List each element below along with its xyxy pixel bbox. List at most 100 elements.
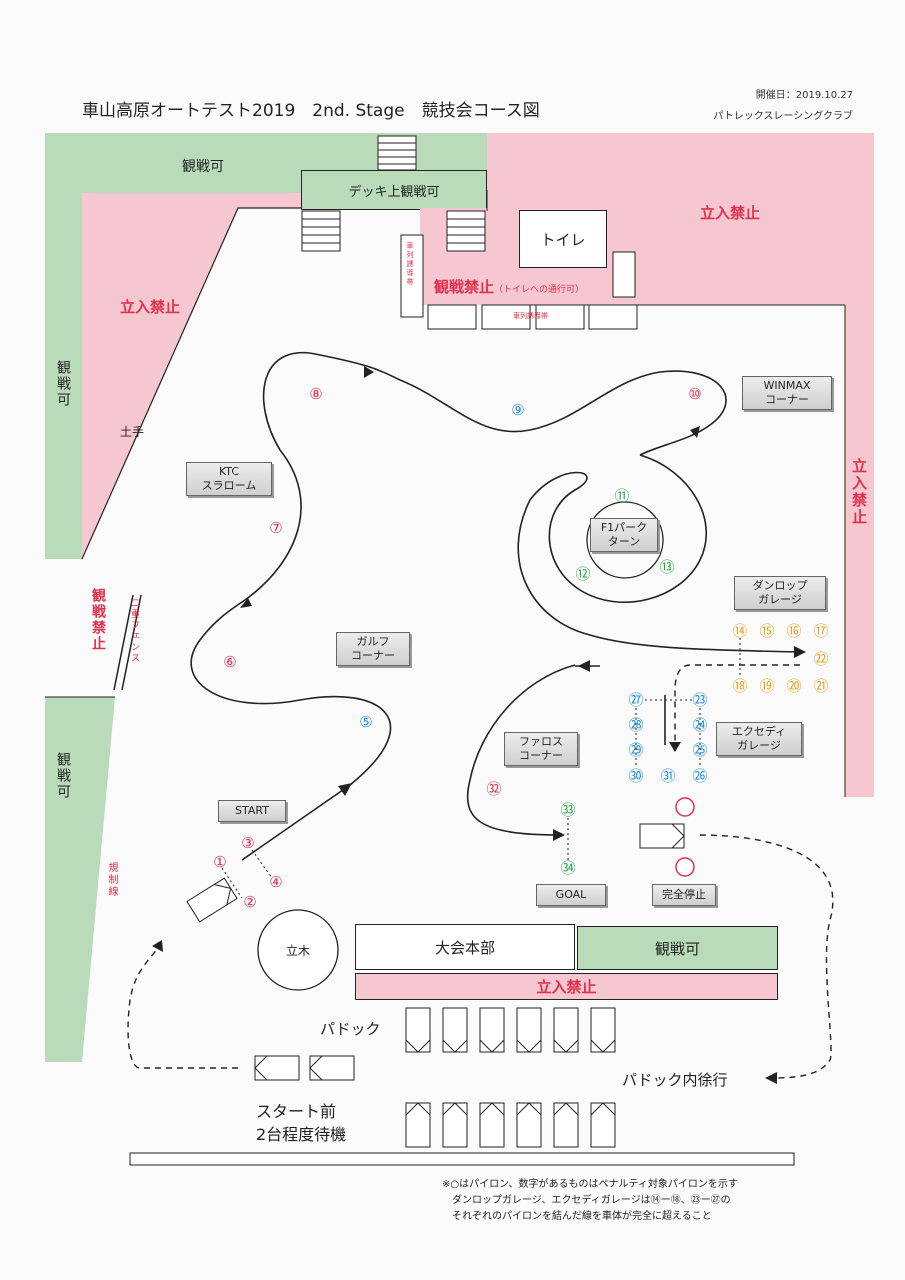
sign-f1-line2: ターン <box>607 535 641 548</box>
pylon-21: ㉑ <box>813 677 828 695</box>
pylon-6: ⑥ <box>223 653 236 671</box>
pylon-19: ⑲ <box>759 677 774 695</box>
spectate-left-bottom-label: 観戦可 <box>55 752 71 800</box>
hq-label: 大会本部 <box>434 938 495 957</box>
note-line-3: それぞれのパイロンを結んだ線を車体が完全に超えること <box>452 1211 712 1222</box>
spectate-left-top-label: 観戦可 <box>55 360 71 408</box>
sign-winmax-line2: コーナー <box>765 393 809 406</box>
no-entry-right-label: 立入禁止 <box>850 458 868 526</box>
sign-dunlop-line1: ダンロップ <box>752 579 808 592</box>
pylon-14: ⑭ <box>732 622 747 640</box>
waiting-line1: スタート前 <box>256 1102 337 1121</box>
pylon-18: ⑱ <box>732 677 747 695</box>
embankment-label: 土手 <box>120 425 145 439</box>
sign-goal: GOAL <box>536 884 606 906</box>
no-spectate-top-label: 観戦禁止 <box>434 278 495 296</box>
no-entry-top-right-label: 立入禁止 <box>700 204 761 222</box>
pylon-17: ⑰ <box>813 622 828 640</box>
organizer: パトレックスレーシングクラブ <box>713 111 853 122</box>
sign-start-label: START <box>235 804 269 817</box>
pylon-9: ⑨ <box>511 401 524 419</box>
sign-goal-label: GOAL <box>555 888 587 901</box>
toilet-passage-label: （トイレへの通行可） <box>494 285 585 295</box>
sign-f1: F1パーク ターン <box>590 518 658 552</box>
sign-f1-line1: F1パーク <box>600 521 648 534</box>
dashed-paths <box>127 664 834 1079</box>
tree-circle <box>257 909 339 991</box>
spectate-bottom-box: 観戦可 <box>577 926 778 970</box>
sign-ktc: KTC スラローム <box>186 462 272 496</box>
spectate-zone-left-top <box>45 133 82 559</box>
pylon-24: ㉔ <box>692 716 707 734</box>
paddock-label: パドック <box>320 1020 381 1038</box>
stairs-right <box>446 210 486 252</box>
spectate-zone-left-bottom <box>45 697 115 1062</box>
pylon-31: ㉛ <box>660 767 675 785</box>
pylon-7: ⑦ <box>269 519 282 537</box>
pylon-10: ⑩ <box>688 385 701 403</box>
pylon-8: ⑧ <box>309 385 322 403</box>
pylon-2: ② <box>243 893 256 911</box>
course-arrows <box>240 366 806 841</box>
pylon-28: ㉘ <box>628 716 643 734</box>
sign-ktc-line2: スラローム <box>201 479 257 492</box>
pylon-16: ⑯ <box>786 622 801 640</box>
tree-label: 立木 <box>286 944 311 958</box>
no-entry-left-label: 立入禁止 <box>120 298 181 316</box>
page-title: 車山高原オートテスト2019 2nd. Stage 競技会コース図 <box>82 101 540 121</box>
pylon-27: ㉗ <box>628 691 643 709</box>
note-line-2: ダンロップガレージ、エクセディガレージは⑭ー⑱、㉓ー㉗の <box>452 1195 731 1206</box>
rope-vertical-label: 車列誘導帯 <box>406 242 414 287</box>
sign-dunlop: ダンロップ ガレージ <box>734 576 826 610</box>
regulation-line-label: 規制線 <box>106 862 117 898</box>
sign-pharos-line1: ファロス <box>519 735 563 748</box>
pylon-22: ㉒ <box>813 650 828 668</box>
pylon-32: ㉜ <box>486 780 501 798</box>
pylon-3: ③ <box>241 834 254 852</box>
pylon-29: ㉙ <box>628 741 643 759</box>
sign-gulf-line2: コーナー <box>351 649 395 662</box>
deck-label: デッキ上観戦可 <box>348 184 440 200</box>
course-line <box>190 352 801 861</box>
pylon-11: ⑪ <box>614 487 629 505</box>
pylon-12: ⑫ <box>575 565 590 583</box>
no-spectate-top: 観戦禁止（トイレへの通行可） <box>434 276 584 297</box>
stairs-top <box>377 135 417 171</box>
pylon-26: ㉖ <box>692 767 707 785</box>
no-entry-zone-right <box>845 133 874 797</box>
no-spectate-left-label: 観戦禁止 <box>90 588 106 652</box>
sign-pharos-line2: コーナー <box>519 749 563 762</box>
stop-car <box>639 823 685 849</box>
no-entry-bottom-label: 立入禁止 <box>536 978 597 996</box>
pylon-23: ㉓ <box>692 691 707 709</box>
sign-ktc-line1: KTC <box>218 465 240 478</box>
spectate-top-label: 観戦可 <box>182 159 224 175</box>
pylon-5: ⑤ <box>359 713 372 731</box>
toilet-label: トイレ <box>540 230 586 249</box>
pylon-13: ⑬ <box>659 558 674 576</box>
pylon-34: ㉞ <box>560 859 575 877</box>
sign-winmax: WINMAX コーナー <box>742 376 832 410</box>
rope-horizontal-label: 車列誘導帯 <box>513 312 548 320</box>
no-entry-bottom-box: 立入禁止 <box>355 973 778 1000</box>
paddock-cars <box>254 1007 616 1148</box>
sign-start: START <box>218 800 286 822</box>
sign-pharos: ファロス コーナー <box>504 732 578 766</box>
stop-pylon-bottom <box>675 857 695 877</box>
double-fence-label: 二重フェンス <box>129 598 139 664</box>
deck-area: デッキ上観戦可 <box>301 170 487 210</box>
stop-pylon-top <box>675 797 695 817</box>
sign-exedy-line1: エクセディ <box>731 725 787 738</box>
pylon-30: ㉚ <box>628 767 643 785</box>
sign-gulf-line1: ガルフ <box>356 635 390 648</box>
sign-full-stop-label: 完全停止 <box>662 888 706 901</box>
start-car <box>186 877 238 923</box>
toilet-box: トイレ <box>519 210 607 268</box>
no-entry-zone-left <box>82 193 301 559</box>
sign-exedy: エクセディ ガレージ <box>716 722 802 756</box>
f1-park-circle <box>586 501 664 579</box>
sign-full-stop: 完全停止 <box>652 884 716 906</box>
sign-exedy-line2: ガレージ <box>737 739 781 752</box>
pylon-1: ① <box>213 853 226 871</box>
